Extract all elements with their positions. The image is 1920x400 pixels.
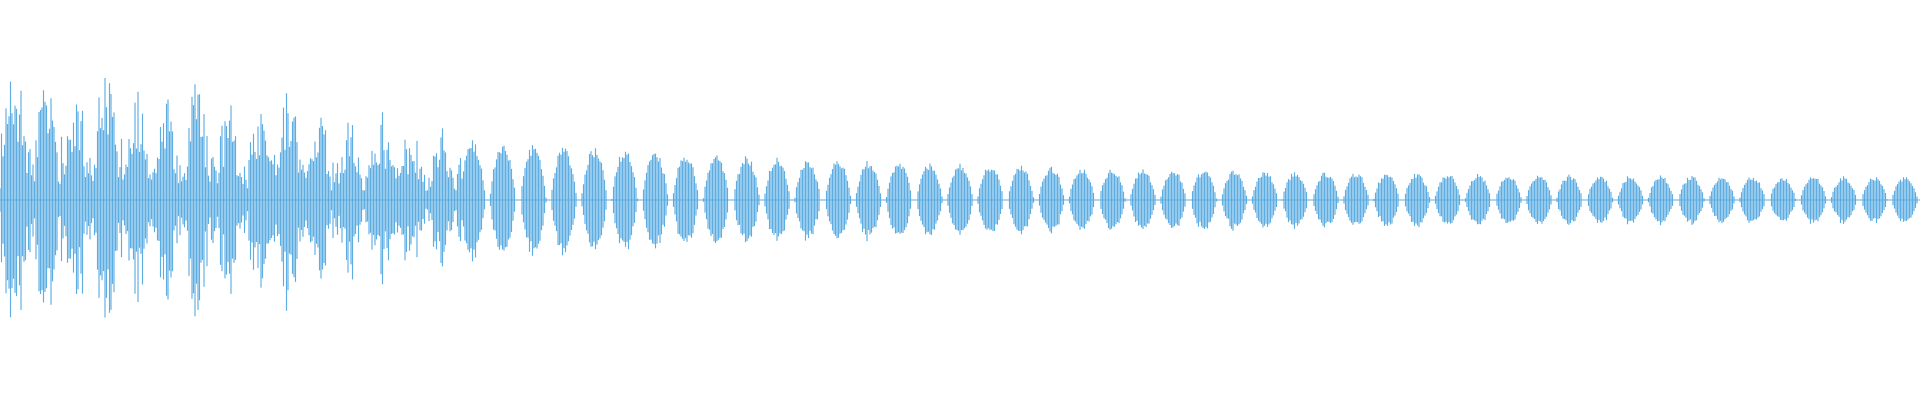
waveform-trace: [0, 78, 1918, 318]
